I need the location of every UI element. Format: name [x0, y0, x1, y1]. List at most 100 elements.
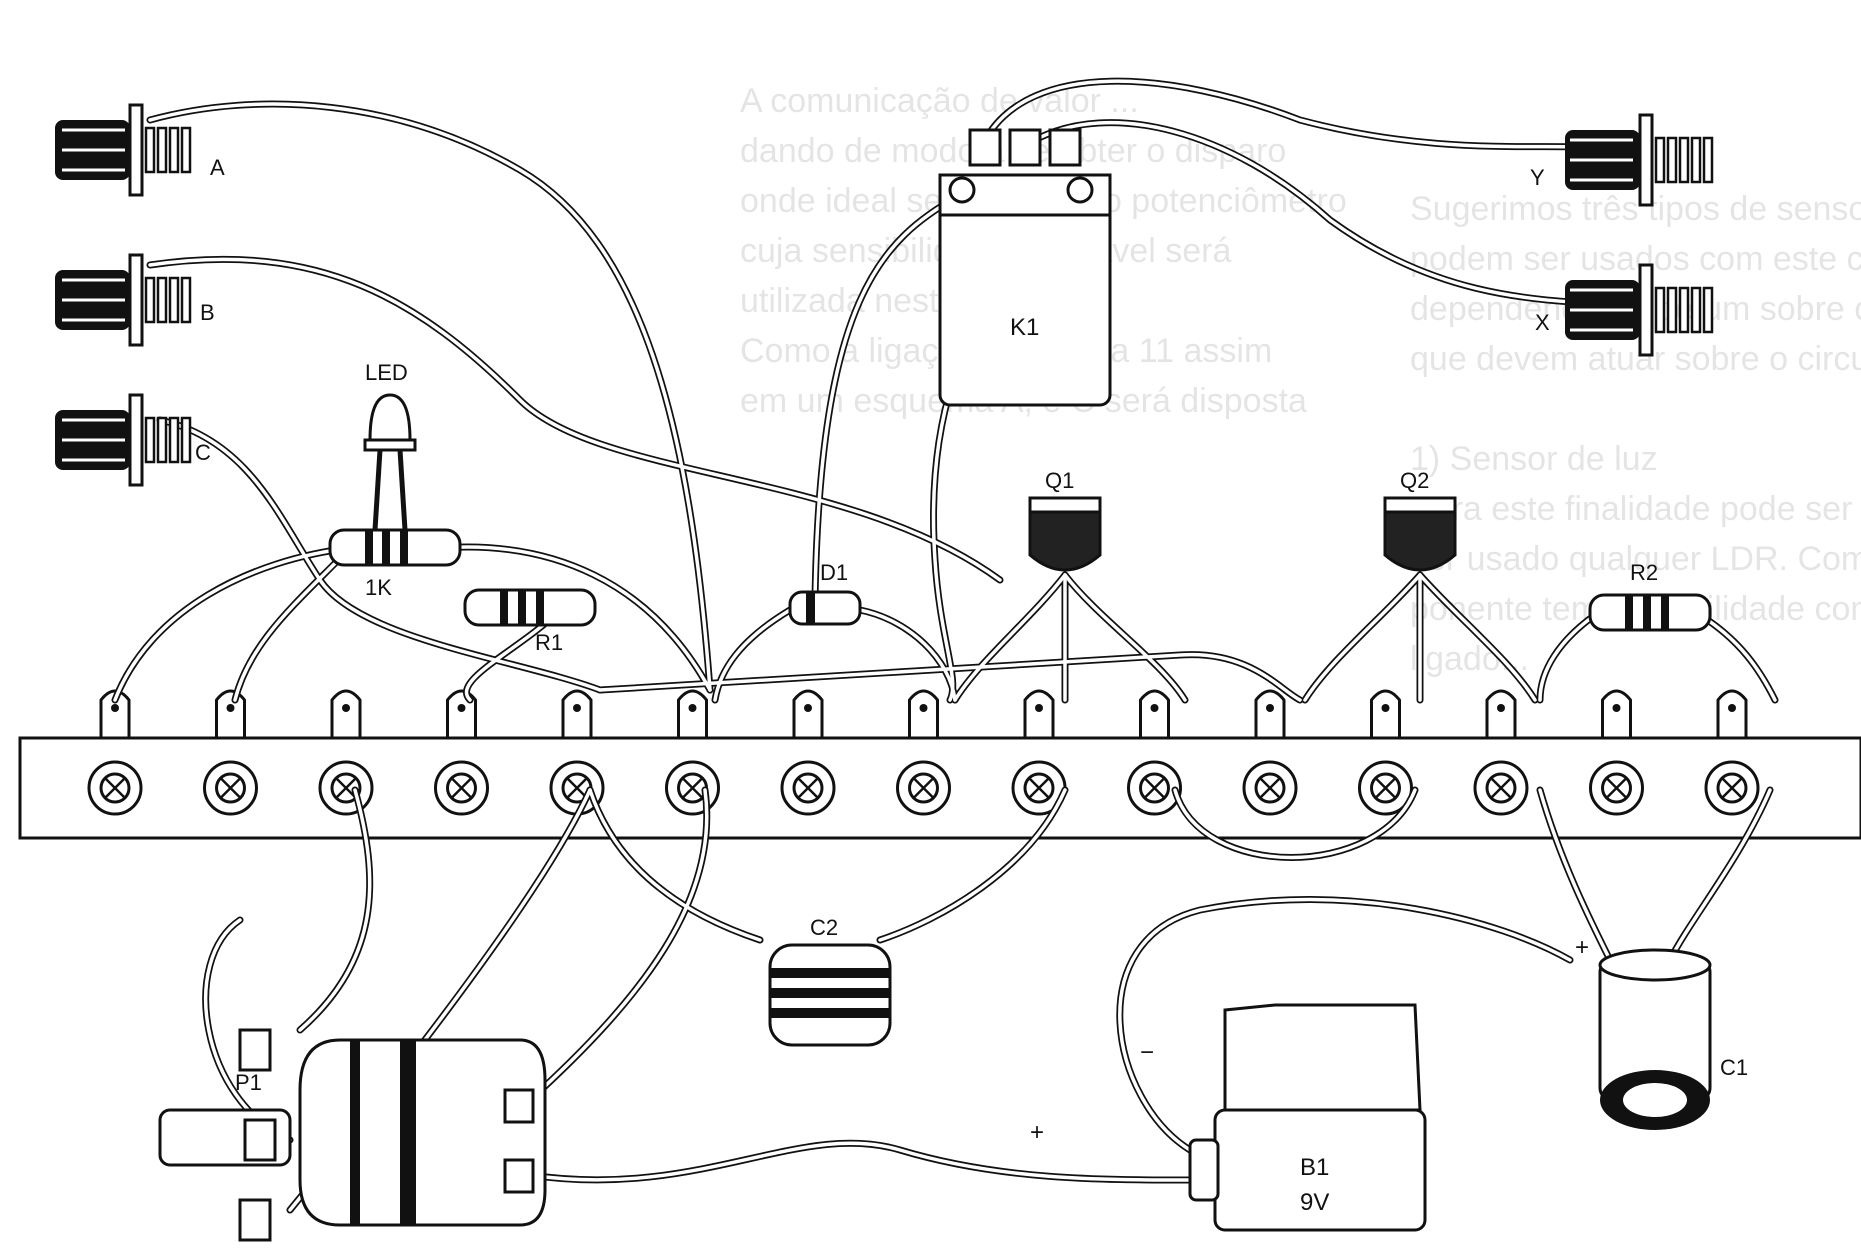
capacitor-c1: + C1	[1575, 934, 1748, 1130]
terminal-screw-slot	[450, 777, 473, 799]
transistor-q1-label: Q1	[1045, 468, 1074, 493]
wire-jack-a-inner	[148, 102, 712, 692]
solder-lug	[1370, 689, 1401, 740]
switch-terminal	[503, 1158, 535, 1194]
capacitor-c2-label: C2	[810, 915, 838, 940]
terminal-screw-slot	[1721, 777, 1743, 799]
terminal-strip	[18, 689, 1861, 840]
solder-lug	[677, 689, 708, 740]
terminal-screw-slot	[566, 777, 588, 799]
terminal-screw-slot	[1028, 777, 1050, 799]
jack-thread	[1678, 286, 1690, 334]
ghost-line: Sugerimos três tipos de sensores que	[1410, 190, 1861, 228]
diode-d1: D1	[788, 560, 862, 626]
capacitor-c1-label: C1	[1720, 1055, 1748, 1080]
resistor-band	[400, 530, 408, 565]
jack-thread	[1654, 286, 1666, 334]
capacitor-band	[770, 988, 890, 998]
jack-thread	[180, 276, 192, 324]
pot-body	[298, 1038, 547, 1227]
led-dome	[368, 393, 412, 442]
jack-thread	[168, 126, 180, 174]
transistor-body	[1383, 508, 1457, 572]
jacks	[55, 103, 1714, 487]
jack-thread	[1654, 136, 1666, 184]
pot-band	[400, 1040, 416, 1225]
battery-b1: B1 9V − +	[1030, 1003, 1427, 1232]
jack-thread	[144, 416, 156, 464]
terminal-screw-slot	[797, 777, 819, 799]
jack-socket	[1565, 263, 1714, 357]
solder-lug-hole	[804, 704, 812, 712]
led-leg	[372, 449, 383, 531]
transistor-top	[1383, 496, 1457, 514]
resistor-band	[1625, 595, 1633, 630]
jack-thread	[1666, 286, 1678, 334]
transistor-q2: Q2	[1383, 468, 1457, 572]
transistor-q1: Q1	[1028, 468, 1102, 572]
jack-y-label: Y	[1530, 165, 1545, 190]
wire-r2-right-inner	[1698, 613, 1777, 702]
solder-lug	[908, 689, 939, 740]
terminal-screw-slot	[335, 777, 357, 799]
terminal-screw-slot	[1605, 777, 1628, 799]
led: LED	[363, 360, 417, 531]
jack-thread	[1666, 136, 1678, 184]
solder-lug	[1485, 689, 1517, 740]
relay-pin	[1008, 128, 1042, 167]
wire-bus-inner	[598, 652, 1302, 702]
wire-q2-1-inner	[1303, 573, 1422, 702]
capacitor-hole	[1623, 1083, 1687, 1117]
wire-relay-x-inner	[1033, 120, 1622, 307]
relay-k1: K1	[938, 128, 1112, 407]
wire-q2-3-inner	[1418, 573, 1537, 702]
led-rim	[363, 438, 417, 452]
pot-terminal	[238, 1198, 272, 1242]
capacitor-top	[1598, 948, 1712, 982]
solder-lug-hole	[1497, 704, 1505, 712]
resistor-r1-label: R1	[535, 630, 563, 655]
jack-flange	[128, 103, 144, 197]
solder-lug-hole	[226, 704, 235, 712]
jack-flange	[128, 393, 144, 487]
solder-lug	[792, 689, 824, 740]
wire-1k-lug-inner	[233, 546, 352, 702]
resistor-body	[328, 528, 462, 567]
terminal-screw-slot	[1374, 777, 1397, 799]
jack-thread	[168, 416, 180, 464]
pot-terminal	[243, 1118, 277, 1162]
wire-jack-b-inner	[148, 257, 1002, 582]
jack-thread	[180, 416, 192, 464]
resistor-band	[536, 590, 544, 625]
jack-a-label: A	[210, 155, 225, 180]
jack-socket	[55, 253, 192, 347]
jack-c-label: C	[195, 440, 211, 465]
wire-relay-coil-1-inner	[813, 193, 962, 602]
relay-pin	[1048, 128, 1082, 167]
wire-diode-right-inner	[858, 608, 957, 702]
relay-pin	[968, 128, 1002, 167]
battery-plus: +	[1030, 1119, 1044, 1146]
transistor-q2-label: Q2	[1400, 468, 1429, 493]
jack-thread	[156, 126, 168, 174]
jack-thread	[156, 276, 168, 324]
jack-thread	[1702, 286, 1714, 334]
wire-p1-1-inner	[298, 788, 372, 1032]
resistor-r2: R2	[1588, 560, 1712, 632]
resistor-body	[463, 588, 597, 627]
solder-lug	[1601, 689, 1632, 740]
transistor-body	[1028, 508, 1102, 572]
terminal-screw-slot	[1259, 777, 1281, 799]
solder-lug	[330, 689, 362, 740]
wire-1k-r1-inner	[438, 545, 712, 692]
wire-p1-switch-inner	[528, 788, 709, 1102]
terminal-screws	[87, 760, 1760, 816]
capacitor-band	[770, 968, 890, 978]
jack-thread	[168, 276, 180, 324]
wire-q1-1-inner	[953, 573, 1067, 702]
wires	[111, 77, 1779, 1214]
wire-jack-a	[146, 100, 714, 694]
solder-lug-hole	[688, 704, 697, 712]
jack-b-label: B	[200, 300, 215, 325]
